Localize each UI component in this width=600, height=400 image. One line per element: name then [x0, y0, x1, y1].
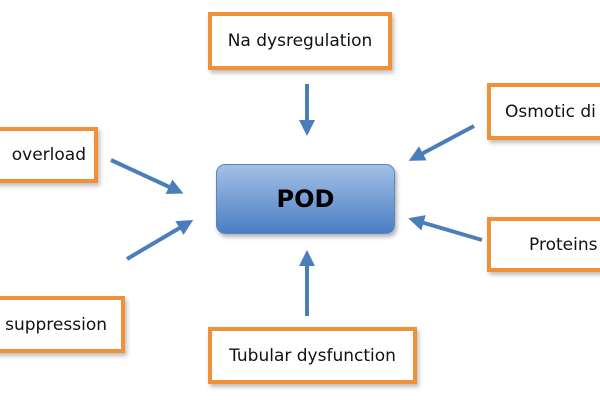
factor-overload: overload: [0, 127, 98, 183]
factor-label: Proteins: [529, 234, 598, 255]
arrow-from-left: [110, 158, 184, 195]
factor-proteins: Proteins: [487, 217, 600, 272]
factor-suppression: suppression: [0, 296, 125, 353]
factor-na-dysregulation: Na dysregulation: [208, 12, 392, 70]
factor-label: Tubular dysfunction: [229, 345, 396, 366]
factor-label: overload: [11, 145, 86, 165]
arrow-from-bottom-left: [125, 219, 194, 261]
factor-label: Osmotic di: [505, 101, 596, 122]
factor-osmotic: Osmotic di: [487, 83, 600, 140]
factor-label: suppression: [5, 314, 107, 335]
factor-tubular-dysfunction: Tubular dysfunction: [208, 327, 417, 384]
pod-label: POD: [276, 185, 335, 213]
factor-label: Na dysregulation: [227, 31, 373, 51]
arrow-from-right: [408, 215, 483, 242]
pod-node: POD: [216, 164, 395, 234]
arrow-from-top-right: [408, 124, 475, 161]
